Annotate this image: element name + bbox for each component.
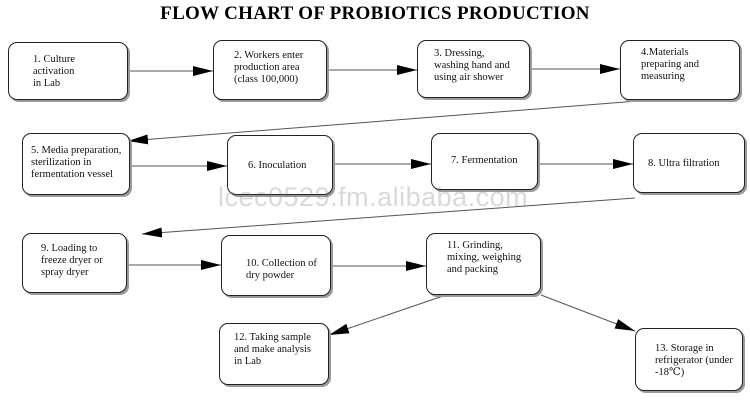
step-box-11: 11. Grinding, mixing, weighing and packi… bbox=[426, 233, 541, 295]
step-box-7: 7. Fermentation bbox=[431, 133, 538, 190]
step-box-4: 4.Materials preparing and measuring bbox=[620, 40, 740, 100]
step-box-12: 12. Taking sample and make analysis in L… bbox=[219, 323, 329, 385]
arrow-11-to-13 bbox=[540, 294, 636, 332]
step-box-13: 13. Storage in refrigerator (under -18℃) bbox=[635, 328, 743, 391]
step-box-6: 6. Inoculation bbox=[227, 135, 333, 195]
step-box-10: 10. Collection of dry powder bbox=[221, 235, 331, 296]
step-box-5: 5. Media preparation, sterilization in f… bbox=[22, 133, 130, 195]
step-box-8: 8. Ultra filtration bbox=[633, 133, 745, 193]
chart-title: FLOW CHART OF PROBIOTICS PRODUCTION bbox=[160, 3, 590, 24]
arrow-8-to-9 bbox=[141, 197, 636, 238]
arrow-11-to-12 bbox=[328, 295, 444, 336]
step-box-2: 2. Workers enter production area (class … bbox=[213, 40, 327, 100]
step-box-1: 1. Culture activation in Lab bbox=[8, 42, 128, 100]
arrow-4-to-5 bbox=[127, 100, 639, 145]
step-box-3: 3. Dressing, washing hand and using air … bbox=[417, 40, 530, 98]
step-box-9: 9. Loading to freeze dryer or spray drye… bbox=[22, 233, 127, 293]
